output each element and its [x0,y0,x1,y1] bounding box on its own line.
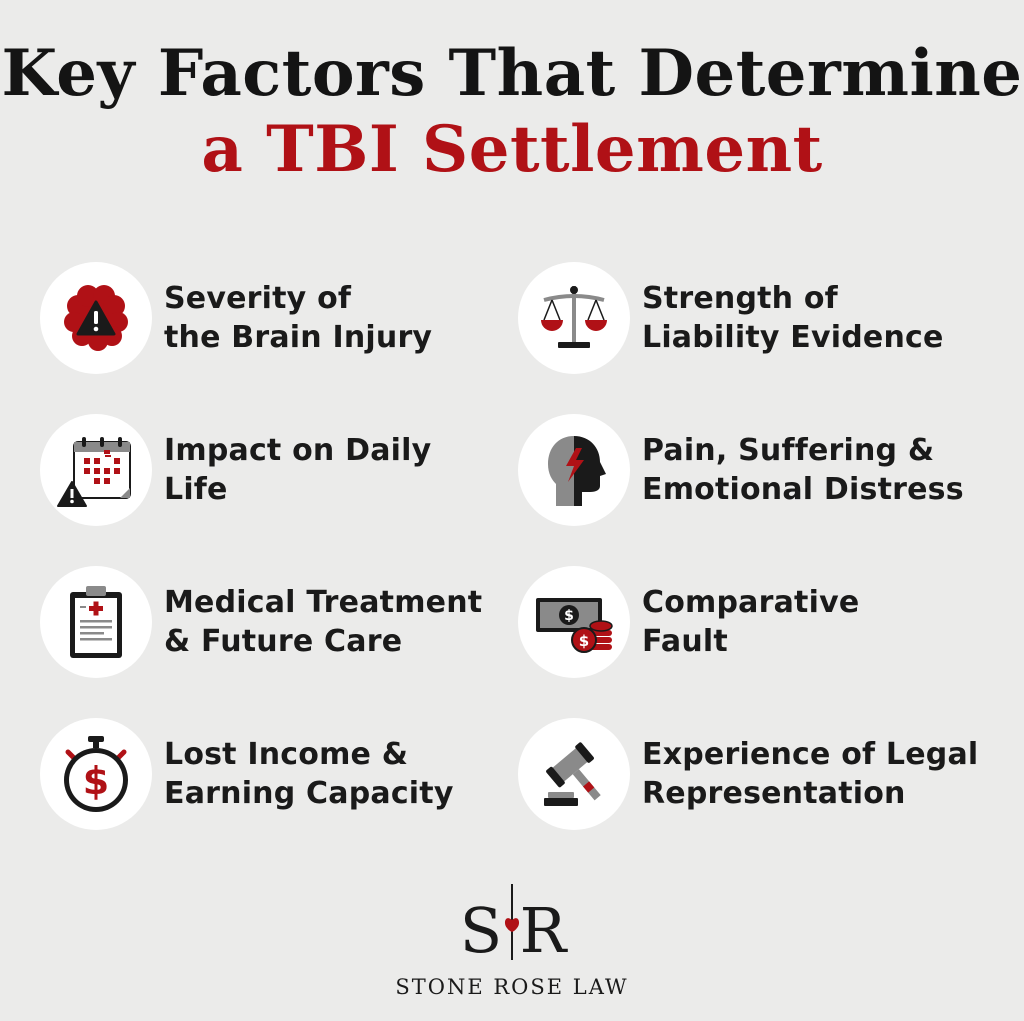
page-title: Key Factors That Determine a TBI Settlem… [0,36,1024,188]
icon-circle: $ $ [518,566,630,678]
factor-label: Strength of Liability Evidence [642,281,944,355]
logo-letter-r: R [520,894,569,964]
scales-icon [541,286,607,348]
icon-circle [518,262,630,374]
factor-item: $ $ Comparative Fault [518,566,859,678]
svg-text:$: $ [579,632,589,650]
factor-item: Severity of the Brain Injury [40,262,432,374]
brain-warning-icon [64,285,128,351]
factor-item: Strength of Liability Evidence [518,262,944,374]
title-line-2: a TBI Settlement [201,112,823,187]
factor-item: Experience of Legal Representation [518,718,978,830]
factors-row: Severity of the Brain Injury [40,262,1000,374]
logo-letter-s: S [460,894,502,964]
svg-text:$: $ [564,608,574,624]
stopwatch-dollar-icon: $ [64,736,128,812]
icon-circle [518,414,630,526]
factor-label: Comparative Fault [642,585,860,659]
factors-row: Medical Treatment & Future Care $ $ [40,566,1000,678]
head-pain-icon [548,436,606,506]
factor-label: Experience of Legal Representation [642,737,979,811]
factor-label: Medical Treatment & Future Care [164,585,483,659]
logo-mark: S R [447,884,577,967]
icon-circle [518,718,630,830]
factor-item: Pain, Suffering & Emotional Distress [518,414,964,526]
gavel-icon [544,742,601,806]
brand-name: STONE ROSE LAW [395,975,629,999]
icon-circle: $ [40,718,152,830]
factors-row: Impact on Daily Life Pain, Suffering & E… [40,414,1000,526]
factor-item: Impact on Daily Life [40,414,431,526]
medical-clipboard-icon [70,586,122,658]
icon-circle [40,262,152,374]
factor-item: Medical Treatment & Future Care [40,566,482,678]
rose-logo-icon: S R [460,884,569,967]
icon-circle [40,566,152,678]
svg-text:$: $ [83,759,109,803]
factor-label: Impact on Daily Life [164,433,432,507]
icon-circle [40,414,152,526]
factors-row: $ Lost Income & Earning Capacity [40,718,1000,830]
money-coins-icon: $ $ [536,598,613,653]
factor-item: $ Lost Income & Earning Capacity [40,718,454,830]
calendar-warning-icon [57,437,131,507]
title-line-1: Key Factors That Determine [1,36,1023,111]
factor-label: Severity of the Brain Injury [164,281,433,355]
factor-label: Lost Income & Earning Capacity [164,737,454,811]
factor-label: Pain, Suffering & Emotional Distress [642,433,964,507]
brand-logo: S R STONE ROSE LAW [0,884,1024,999]
